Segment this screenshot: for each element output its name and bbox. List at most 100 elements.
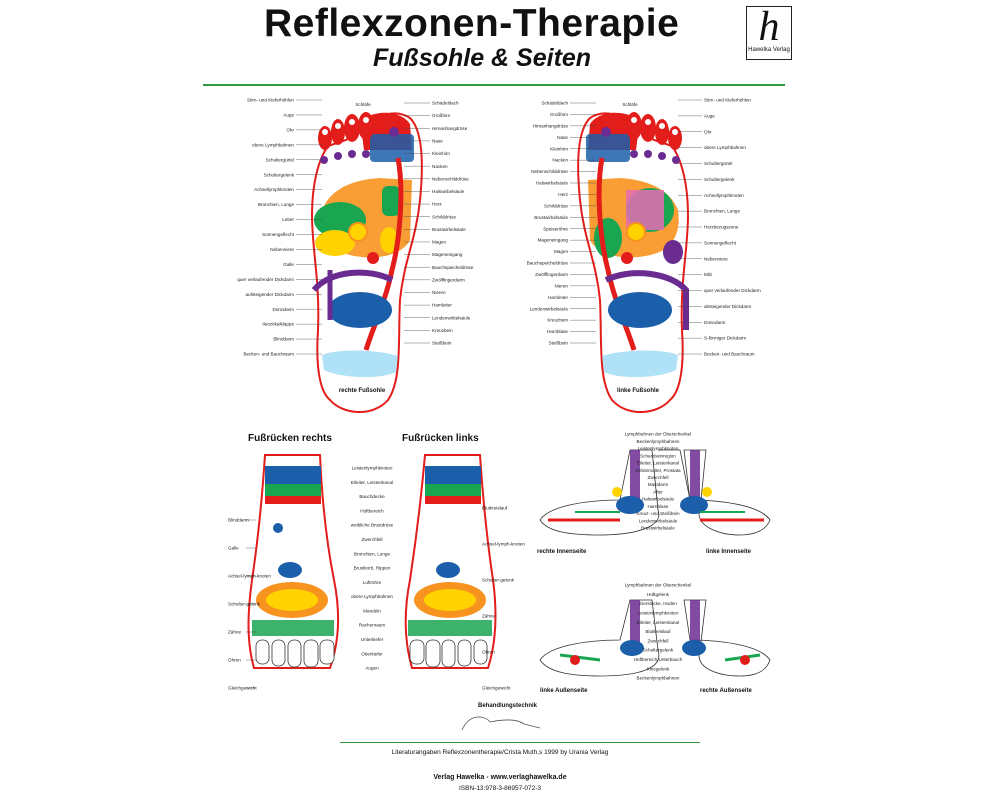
dorsum-center-label: Rachenraum xyxy=(359,623,385,628)
right-sole-right-label: Harnleiter xyxy=(432,303,452,308)
inner-side-label: Kreuz- und Steißbein xyxy=(636,511,680,516)
outer-right-caption: rechte Außenseite xyxy=(700,688,752,694)
left-sole-toes xyxy=(626,112,682,164)
left-sole-right-label: absteigender Dickdarm xyxy=(704,304,751,309)
right-sole-left-label: Blinddarm xyxy=(273,337,294,342)
right-sole-right-label: Hirnanhangdrüse xyxy=(432,126,468,131)
right-sole-right-label: Steißbein xyxy=(432,341,452,346)
right-sole-right-label: Nebenschilddrüse xyxy=(432,176,469,181)
right-sole-caption: rechte Fußsohle xyxy=(339,388,386,394)
dorsum-center-label: Bronchien, Lunge xyxy=(354,551,390,556)
left-sole-right-label: Schultergürtel xyxy=(704,161,732,166)
left-sole-left-label: Nebenschilddrüse xyxy=(531,169,568,174)
inner-side-label: Harnblase xyxy=(648,504,669,509)
left-sole-left-label: Großhirn xyxy=(550,112,569,117)
left-sole-left-label: Mageneingang xyxy=(538,238,569,243)
outer-side-label: Leistenlymphknoten xyxy=(638,611,679,616)
right-sole-left-label: Leber xyxy=(282,217,294,222)
logo-letter: h xyxy=(758,4,780,50)
left-sole-right-label: Auge xyxy=(704,113,715,118)
right-sole-right-label: Herz xyxy=(432,202,442,207)
inner-sides-diagram: rechte Innenseite linke Innenseite Lymph… xyxy=(537,432,771,555)
left-sole-right-label: Stirn- und Kieferhöhlen xyxy=(704,98,751,103)
dorsum-left-label: Ohren xyxy=(228,658,241,663)
dorsum-left-label: Zähne xyxy=(228,630,241,635)
left-sole-left-label: Kreuzbein xyxy=(547,318,568,323)
left-sole-left-label: Nacken xyxy=(552,158,568,163)
dorsum-right-label: Achsel-lymph-knoten xyxy=(482,542,525,547)
page-title: Reflexzonen-Therapie xyxy=(264,2,680,45)
inner-side-label: Eileiter, Leistenkanal xyxy=(637,461,679,466)
right-sole-left-label: Stirn- und Kieferhöhlen xyxy=(247,98,294,103)
outer-side-label: Lymphbahnen der Oberschenkel xyxy=(625,583,691,588)
dorsum-center-label: Eileiter, Leistenkanal xyxy=(351,480,393,485)
inner-side-label: Schambeinregion xyxy=(640,453,676,458)
dorsum-center-label: Leistenlymphknoten xyxy=(352,466,393,471)
footer-divider xyxy=(340,742,700,743)
outer-left-caption: linke Außenseite xyxy=(540,688,588,694)
left-sole-right-label: quer verlaufender Dickdarm xyxy=(704,288,761,293)
dorsum-right-label: Ohren xyxy=(482,650,495,655)
left-sole-right-label: Nebenniere xyxy=(704,256,728,261)
dorsum-center-label: Augen xyxy=(365,666,379,671)
right-sole-right-label: Brustwirbelsäule xyxy=(432,227,466,232)
dorsum-right-label: Blutkreislauf xyxy=(482,506,508,511)
outer-side-label: Kniegelenk xyxy=(647,666,670,671)
dorsum-center-label: obere Lymphbahnen xyxy=(351,594,393,599)
right-sole-left-label: Auge xyxy=(283,113,294,118)
right-sole-left-label: obere Lymphbahnen xyxy=(252,142,294,147)
right-sole-right-label: Halswirbelsäule xyxy=(432,189,465,194)
inner-side-label: Lymphbahnen der Oberschenkel xyxy=(625,432,691,437)
right-sole-right-labels: SchädeldachGroßhirnHirnanhangdrüseNaseKl… xyxy=(404,101,474,346)
left-sole-left-label: Hirnanhangdrüse xyxy=(533,123,569,128)
right-sole-right-label: Schilddrüse xyxy=(432,214,456,219)
dorsum-center-label: Mandeln xyxy=(363,608,381,613)
right-sole-left-label: Schultergelenk xyxy=(264,172,295,177)
left-sole-left-label: Halswirbelsäule xyxy=(536,181,569,186)
left-sole-right-label: Milz xyxy=(704,272,713,277)
left-sole-left-label: Steißbein xyxy=(549,341,569,346)
inner-side-label: Brustwirbelsäule xyxy=(641,526,675,531)
dorsum-center-label: Luftröhre xyxy=(363,580,382,585)
outer-sides-labels: Lymphbahnen der OberschenkelHüftgelenkEi… xyxy=(625,583,691,681)
footer-publisher: Verlag Hawelka - www.verlaghawelka.de xyxy=(433,774,566,781)
outer-side-label: Hüftgelenk xyxy=(647,592,670,597)
left-sole-left-label: Schädeldach xyxy=(541,101,568,106)
right-sole-right-label: Kreuzbein xyxy=(432,328,453,333)
outer-side-label: Eileiter, Leistenkanal xyxy=(637,620,679,625)
right-sole-right-label: Nieren xyxy=(432,290,446,295)
left-sole-left-label: Zwölffingerdarm xyxy=(535,272,568,277)
left-sole-left-label: Magen xyxy=(554,249,568,254)
right-sole-left-label: aufsteigender Dickdarm xyxy=(245,292,294,297)
right-sole-right-label: Bauchspeicheldrüse xyxy=(432,265,474,270)
left-sole-right-label: S-förmiger Dickdarm xyxy=(704,336,746,341)
left-sole-diagram: linke Fußsohle Schläfe SchädeldachGroßhi… xyxy=(527,98,761,414)
right-sole-left-label: Dünndarm xyxy=(273,307,295,312)
outer-side-label: Eierstöcke, Hoden xyxy=(639,601,677,606)
outer-side-label: Hüftbereich Unterbauch xyxy=(634,657,683,662)
dorsum-center-label: Hüftbereich xyxy=(360,508,384,513)
outer-sides-diagram: linke Außenseite rechte Außenseite Lymph… xyxy=(539,583,771,694)
inner-side-label: After xyxy=(653,489,663,494)
page-subtitle: Fußsohle & Seiten xyxy=(373,44,592,72)
dorsum-center-label: Oberkiefer xyxy=(361,651,383,656)
technique-hand-sketch xyxy=(461,716,541,731)
right-sole-left-label: Sonnengeflecht xyxy=(262,232,295,237)
left-sole-left-label: Lendenwirbelsäule xyxy=(530,306,569,311)
inner-side-label: Zwerchfell xyxy=(648,475,669,480)
right-sole-left-label: Achsellymphknoten xyxy=(254,187,294,192)
inner-side-label: Halswirbelsäule xyxy=(642,497,675,502)
inner-side-label: Lendenwirbelsäule xyxy=(639,518,678,523)
right-sole-left-label: Becken- und Bauchraum xyxy=(243,352,294,357)
left-sole-top-label: Schläfe xyxy=(622,102,638,107)
inner-left-caption: linke Innenseite xyxy=(706,549,752,555)
outer-side-label: Beckenlymphbahnen xyxy=(637,676,680,681)
dorsum-left-label: Blinddarm xyxy=(228,518,249,523)
right-sole-right-label: Nase xyxy=(432,138,443,143)
left-sole-left-labels: SchädeldachGroßhirnHirnanhangdrüseNaseKl… xyxy=(527,101,596,346)
right-sole-right-label: Nacken xyxy=(432,164,448,169)
outer-side-label: Zwerchfell xyxy=(648,638,669,643)
outer-side-label: Blutkreislauf xyxy=(645,629,671,634)
